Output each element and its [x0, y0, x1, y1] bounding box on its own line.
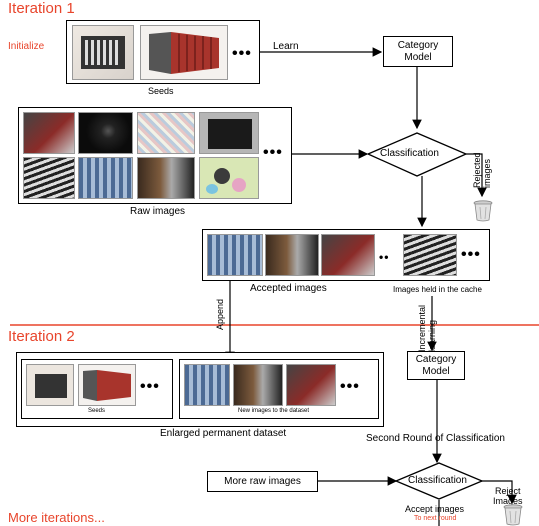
- new-dataset-image: [233, 364, 283, 406]
- new-dataset-image: [184, 364, 230, 406]
- classification-label-1: Classification: [380, 148, 439, 159]
- seeds-box: •••: [66, 20, 260, 84]
- category-model-label: Category: [415, 354, 457, 365]
- raw-image: [137, 112, 195, 154]
- classification-label-2: Classification: [408, 475, 467, 486]
- more-iterations-label: More iterations...: [8, 510, 105, 525]
- accepted-image: [207, 234, 263, 276]
- accept-images-label: Accept images: [405, 504, 465, 514]
- category-model-label: Category: [397, 40, 439, 51]
- dataset-seeds-ellipsis: •••: [140, 378, 160, 395]
- cached-image: [403, 234, 457, 276]
- raw-images-label: Raw images: [130, 206, 186, 217]
- iteration-2-title: Iteration 2: [8, 328, 75, 345]
- raw-image: [137, 157, 195, 199]
- second-round-label: Second Round of Classification: [366, 433, 505, 444]
- new-images-label: New images to the dataset: [238, 408, 310, 414]
- raw-image: [23, 157, 75, 199]
- cache-label: Images held in the cache: [393, 285, 482, 294]
- to-next-round-label: To next round: [414, 515, 457, 522]
- dataset-seeds-box: ••• Seeds: [21, 359, 173, 419]
- incremental-learning-label: Incremental learning: [417, 304, 437, 352]
- more-raw-images-box: More raw images: [207, 471, 318, 492]
- category-model-box-1: Category Model: [383, 36, 453, 67]
- iteration-1-title: Iteration 1: [8, 0, 75, 17]
- accordion-image: [78, 364, 136, 406]
- accordion-image: [26, 364, 74, 406]
- enlarged-dataset-label: Enlarged permanent dataset: [160, 428, 287, 439]
- category-model-label: Model: [422, 366, 450, 377]
- append-label: Append: [215, 298, 225, 330]
- reject-arrow-1: [466, 153, 487, 198]
- accepted-images-box: •• •••: [202, 229, 490, 281]
- raw-image: [23, 112, 75, 154]
- new-images-ellipsis: •••: [340, 378, 360, 395]
- raw-image: [199, 112, 259, 154]
- classification-diamond-2: [394, 462, 484, 500]
- category-model-label: Model: [404, 52, 432, 63]
- accepted-ellipsis: ••: [379, 250, 390, 264]
- classification-diamond-1: [366, 132, 468, 177]
- dataset-seeds-label: Seeds: [88, 408, 106, 414]
- reject-images-label: Reject Images: [493, 486, 523, 506]
- cache-ellipsis: •••: [461, 246, 481, 263]
- accordion-image: [72, 25, 134, 80]
- accepted-image: [321, 234, 375, 276]
- raw-images-box: •••: [18, 107, 292, 204]
- raw-image: [78, 112, 133, 154]
- learn-label: Learn: [273, 41, 299, 52]
- reject-arrow-2: [480, 480, 517, 505]
- trash-can-icon: [503, 504, 523, 526]
- raw-image: [199, 157, 259, 199]
- raw-image: [78, 157, 133, 199]
- enlarged-dataset-box: ••• Seeds ••• New images to the dataset: [16, 352, 384, 427]
- new-images-box: ••• New images to the dataset: [179, 359, 379, 419]
- trash-can-icon: [473, 200, 493, 222]
- category-model-box-2: Category Model: [407, 351, 465, 380]
- more-seeds-ellipsis: •••: [232, 45, 252, 62]
- more-raw-images-ellipsis: •••: [263, 144, 283, 161]
- new-dataset-image: [286, 364, 336, 406]
- more-raw-images-label: More raw images: [224, 476, 301, 487]
- accordion-image: [140, 25, 228, 80]
- rejected-images-label: Rejected images: [472, 152, 492, 188]
- seeds-label: Seeds: [148, 86, 174, 96]
- accepted-image: [265, 234, 319, 276]
- accepted-images-label: Accepted images: [250, 283, 327, 294]
- initialize-label: Initialize: [8, 41, 45, 52]
